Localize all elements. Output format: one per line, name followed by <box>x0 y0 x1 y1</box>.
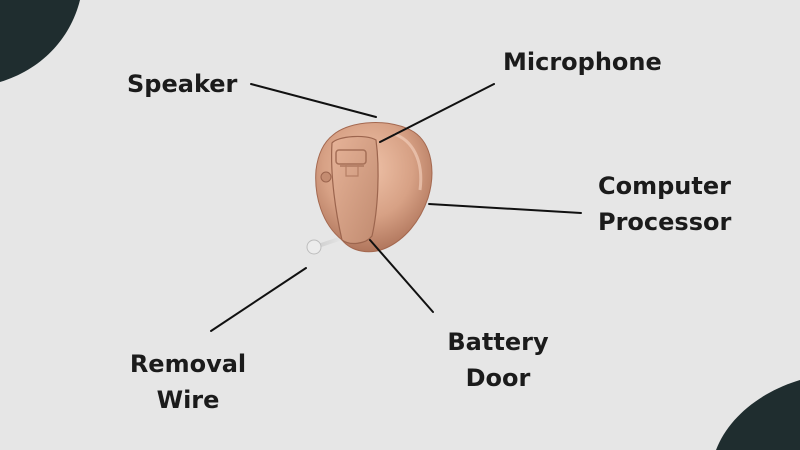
microphone-port <box>320 171 332 183</box>
label-removal-wire: Removal Wire <box>120 346 256 418</box>
microphone-leader-line <box>379 83 495 143</box>
battery-door <box>331 135 379 245</box>
label-speaker-text: Speaker <box>127 70 238 98</box>
removal-wire-bead <box>306 239 322 255</box>
label-battery-door-line2: Door <box>465 364 531 392</box>
label-computer-processor: Computer Processor <box>598 168 731 240</box>
leader-lines <box>210 83 582 332</box>
computer-processor-leader-line <box>428 203 582 214</box>
label-computer-processor-line2: Processor <box>598 208 732 236</box>
label-removal-wire-line1: Removal <box>129 350 247 378</box>
label-battery-door-line1: Battery <box>447 328 549 356</box>
battery-door-leader-line <box>369 239 434 313</box>
label-computer-processor-line1: Computer <box>598 172 731 200</box>
label-removal-wire-line2: Wire <box>156 386 220 414</box>
label-speaker: Speaker <box>127 66 237 102</box>
hearing-aid-device <box>306 122 433 255</box>
removal-wire-leader-line <box>210 267 307 332</box>
label-microphone-text: Microphone <box>503 48 662 76</box>
speaker-leader-line <box>250 83 377 118</box>
label-battery-door: Battery Door <box>438 324 558 396</box>
corner-shape-bottom-right <box>716 380 800 450</box>
corner-shape-top-left <box>0 0 80 82</box>
label-microphone: Microphone <box>503 44 662 80</box>
